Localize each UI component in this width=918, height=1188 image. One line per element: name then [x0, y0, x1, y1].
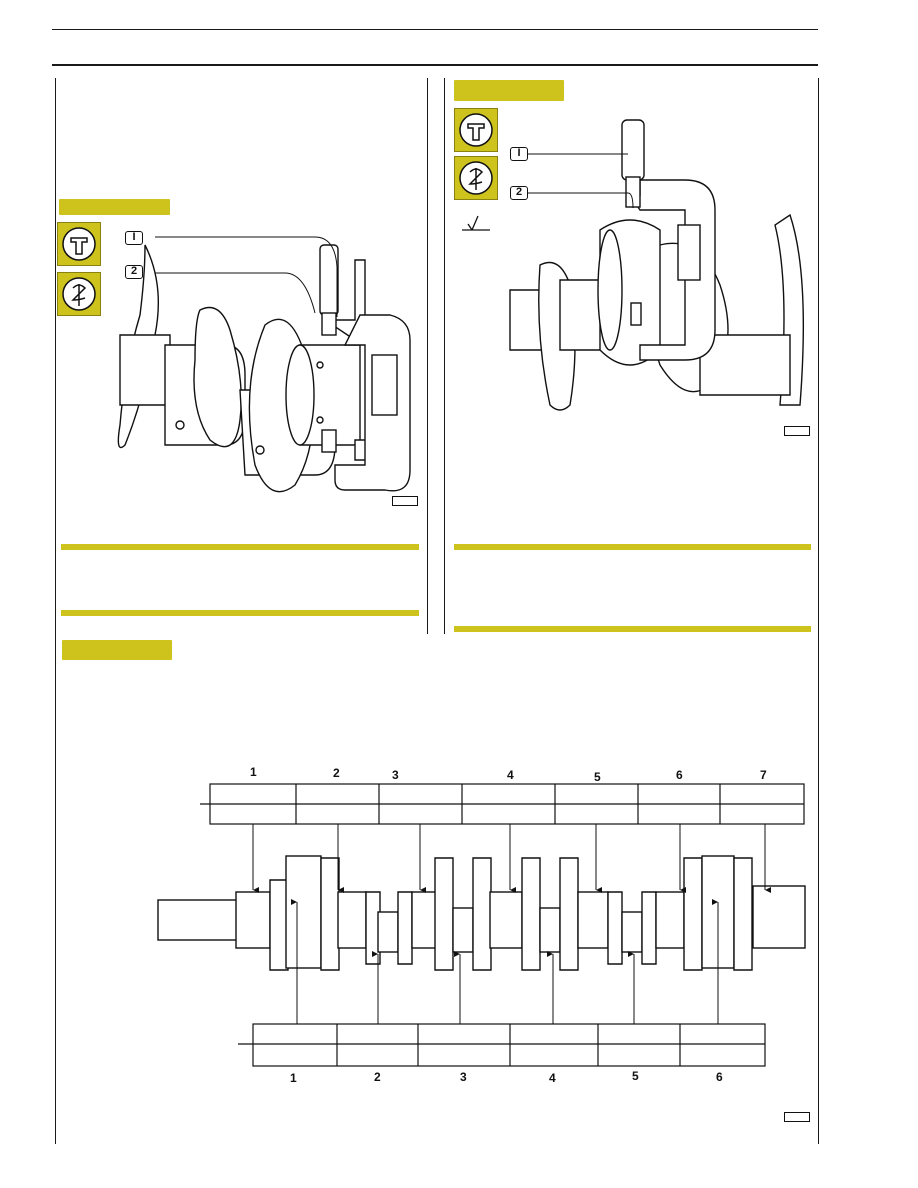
measure-check-icon-right — [454, 156, 498, 200]
note-bar-top-right — [454, 544, 811, 550]
main-journal-number: 1 — [250, 765, 257, 779]
figure-number-box-left — [392, 496, 418, 506]
callout-2-left: 2 — [125, 265, 143, 279]
crankshaft-journal-diagram — [157, 783, 806, 1067]
figure-number-box-bottom — [784, 1112, 810, 1122]
crankshaft-micrometer-illustration-left — [117, 236, 411, 493]
micrometer-icon-right — [454, 108, 498, 152]
main-journal-number: 7 — [760, 768, 767, 782]
callout-1-right: I — [510, 147, 528, 161]
callout-2-right: 2 — [510, 186, 528, 200]
crankpin-number: 6 — [716, 1070, 723, 1084]
crankpin-number: 1 — [290, 1071, 297, 1085]
crankpin-number: 5 — [632, 1069, 639, 1083]
main-journal-number: 2 — [333, 766, 340, 780]
callout-1-left: I — [125, 231, 143, 245]
column-divider-2 — [444, 78, 445, 634]
note-bar-bottom-right — [454, 626, 811, 632]
column-divider — [427, 78, 428, 634]
section-tab-right — [454, 80, 564, 101]
page-border-left — [55, 78, 56, 1144]
header-rule-top — [52, 29, 818, 30]
crankpin-number: 4 — [549, 1071, 556, 1085]
main-journal-number: 5 — [594, 770, 601, 784]
main-journal-number: 4 — [507, 768, 514, 782]
section-tab-left — [59, 199, 170, 215]
header-rule-bottom — [52, 64, 818, 66]
crankpin-number: 3 — [460, 1070, 467, 1084]
surface-finish-icon — [462, 215, 490, 231]
crankshaft-micrometer-illustration-right — [509, 119, 805, 411]
crankpin-number: 2 — [374, 1070, 381, 1084]
measure-check-icon — [57, 272, 101, 316]
micrometer-icon — [57, 222, 101, 266]
section-tab-bottom — [62, 640, 172, 660]
figure-number-box-right — [784, 426, 810, 436]
main-journal-number: 6 — [676, 768, 683, 782]
note-bar-bottom-left — [61, 610, 419, 616]
page-border-right — [818, 78, 819, 1144]
note-bar-top-left — [61, 544, 419, 550]
main-journal-number: 3 — [392, 768, 399, 782]
